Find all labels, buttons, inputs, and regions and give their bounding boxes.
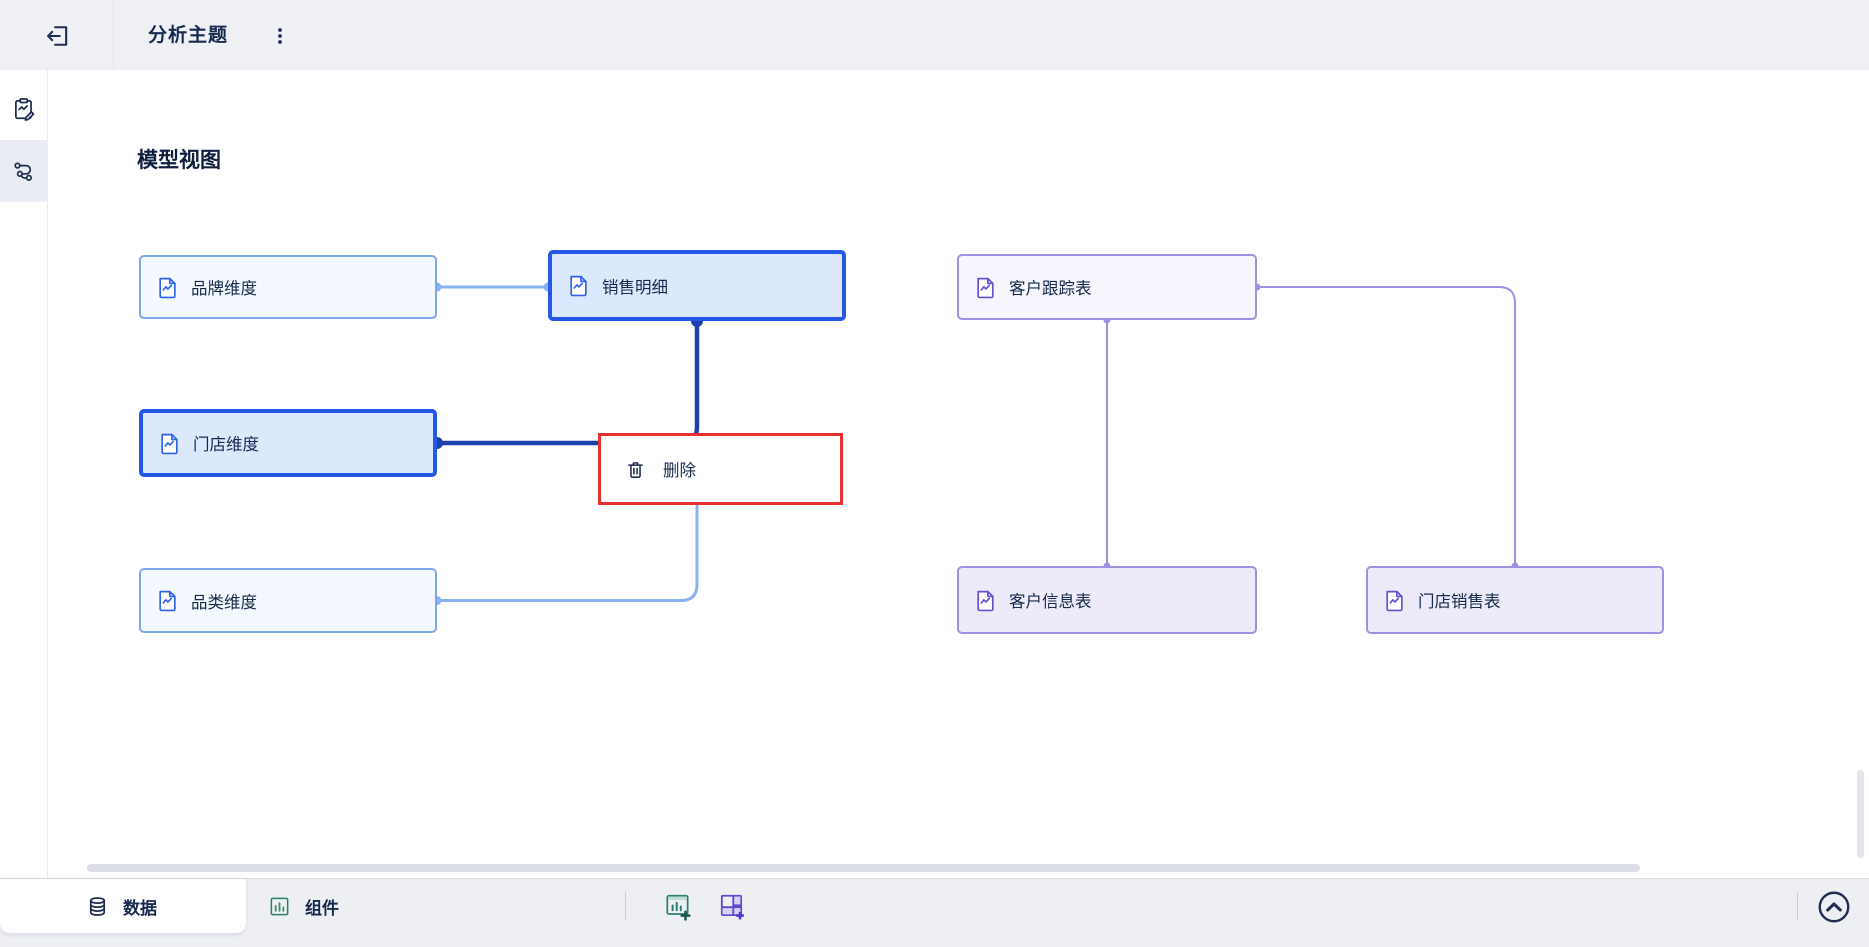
sidebar bbox=[0, 70, 48, 878]
node-label: 门店维度 bbox=[193, 436, 259, 454]
node-label: 销售明细 bbox=[602, 278, 668, 297]
edge-store-dim-sales-detail[interactable] bbox=[431, 315, 703, 449]
node-label: 客户跟踪表 bbox=[1009, 280, 1092, 298]
delete-menu-item[interactable]: 删除 bbox=[601, 436, 840, 502]
node-label: 品牌维度 bbox=[191, 280, 257, 298]
add-chart-button[interactable] bbox=[664, 892, 692, 922]
chevron-up-circle-icon bbox=[1818, 891, 1850, 923]
file-chart-icon bbox=[157, 276, 178, 299]
model-canvas[interactable]: 模型视图 品牌维度 销售明细 客户跟踪表门店维度品类维度 客户信息表 门店销售表 删除 bbox=[48, 70, 1869, 878]
file-chart-icon bbox=[157, 589, 178, 612]
horizontal-scrollbar[interactable] bbox=[87, 864, 1640, 872]
bottom-panel: 数据 组件 bbox=[0, 878, 1869, 947]
delete-menu-label: 删除 bbox=[663, 462, 696, 480]
edge-customer-track-store-sales[interactable] bbox=[1253, 283, 1519, 570]
edge-customer-track-customer-info[interactable] bbox=[1103, 316, 1111, 570]
topbar: 分析主题 bbox=[0, 0, 1869, 70]
file-chart-icon bbox=[568, 274, 589, 297]
edge-brand-sales-detail[interactable] bbox=[432, 282, 553, 292]
tab-components-label: 组件 bbox=[305, 898, 339, 918]
toolbar-divider bbox=[625, 892, 626, 920]
trash-icon bbox=[628, 461, 643, 478]
node-category[interactable]: 品类维度 bbox=[139, 568, 437, 633]
flow-relations-icon bbox=[14, 162, 33, 181]
vertical-scrollbar[interactable] bbox=[1857, 770, 1864, 858]
topbar-divider bbox=[113, 0, 114, 70]
exit-icon bbox=[47, 26, 68, 46]
node-label: 客户信息表 bbox=[1009, 593, 1092, 611]
node-sales-detail[interactable]: 销售明细 bbox=[548, 250, 846, 321]
node-brand[interactable]: 品牌维度 bbox=[139, 255, 437, 319]
file-chart-icon bbox=[975, 589, 996, 612]
more-menu-button[interactable] bbox=[268, 22, 292, 50]
node-label: 品类维度 bbox=[191, 593, 257, 612]
add-grid-button[interactable] bbox=[718, 892, 746, 922]
file-chart-icon bbox=[975, 276, 996, 299]
context-menu: 删除 bbox=[598, 433, 843, 505]
exit-button[interactable] bbox=[44, 22, 72, 50]
page-title: 分析主题 bbox=[148, 25, 229, 46]
node-store-dim[interactable]: 门店维度 bbox=[139, 409, 437, 477]
node-store-sales[interactable]: 门店销售表 bbox=[1366, 566, 1664, 634]
canvas-title: 模型视图 bbox=[137, 149, 221, 172]
clipboard-chart-icon bbox=[15, 98, 35, 121]
collapse-panel-button[interactable] bbox=[1816, 889, 1852, 925]
chart-panel-icon bbox=[270, 897, 289, 915]
node-customer-track[interactable]: 客户跟踪表 bbox=[957, 254, 1257, 320]
kebab-icon bbox=[278, 28, 282, 44]
tab-components[interactable]: 组件 bbox=[246, 879, 426, 933]
sidebar-item-report[interactable] bbox=[0, 78, 48, 140]
file-chart-icon bbox=[1384, 589, 1405, 612]
add-chart-icon bbox=[666, 894, 691, 921]
sidebar-item-model[interactable] bbox=[0, 140, 48, 202]
node-label: 门店销售表 bbox=[1418, 593, 1501, 611]
tab-data[interactable]: 数据 bbox=[0, 879, 246, 933]
file-chart-icon bbox=[159, 432, 180, 455]
tab-data-label: 数据 bbox=[123, 898, 157, 918]
add-grid-icon bbox=[720, 894, 744, 920]
node-customer-info[interactable]: 客户信息表 bbox=[957, 566, 1257, 634]
toolbar-divider-right bbox=[1797, 892, 1798, 920]
database-icon bbox=[89, 896, 106, 916]
